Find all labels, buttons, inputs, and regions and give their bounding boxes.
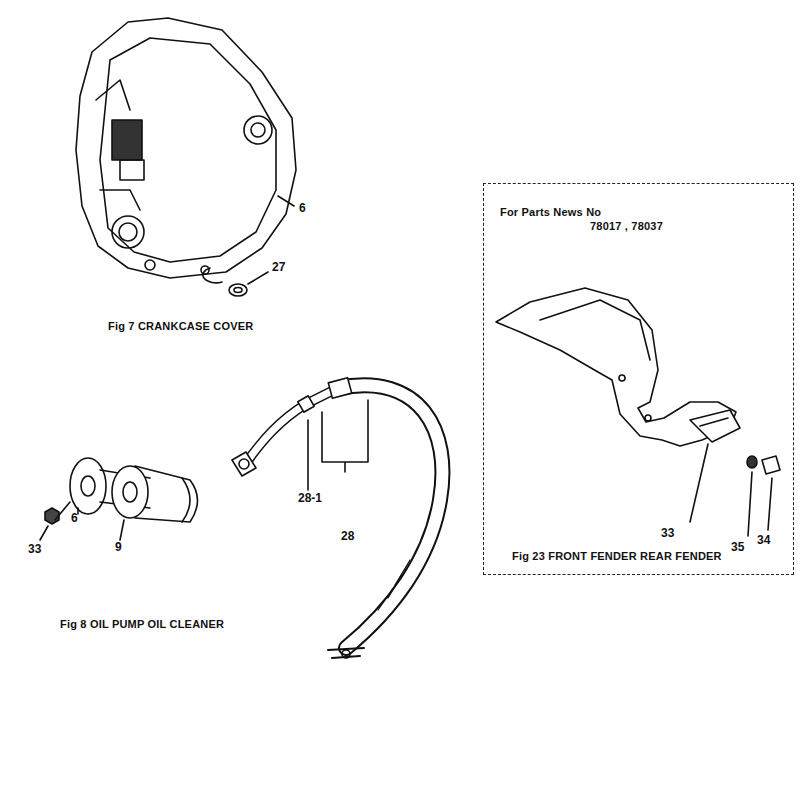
note-text: 78017 , 78037 [590, 220, 663, 232]
note-text: For Parts News No [500, 206, 601, 218]
callout-number: 35 [730, 541, 745, 554]
callout-number: 28 [340, 530, 355, 543]
callout-number: 33 [27, 543, 42, 556]
figure-caption: Fig 7 CRANKCASE COVER [108, 320, 253, 332]
callout-number: 34 [756, 534, 771, 547]
callout-number: 9 [114, 541, 123, 554]
figure-caption: Fig 23 FRONT FENDER REAR FENDER [512, 550, 722, 562]
callout-number: 6 [70, 512, 79, 525]
callout-number: 28-1 [297, 492, 323, 505]
dashed-note-box: For Parts News No 78017 , 78037Fig 23 FRO… [483, 183, 794, 575]
callout-number: 33 [660, 527, 675, 540]
callout-number: 6 [298, 202, 307, 215]
figure-caption: Fig 8 OIL PUMP OIL CLEANER [60, 618, 224, 630]
callout-number: 27 [271, 261, 286, 274]
